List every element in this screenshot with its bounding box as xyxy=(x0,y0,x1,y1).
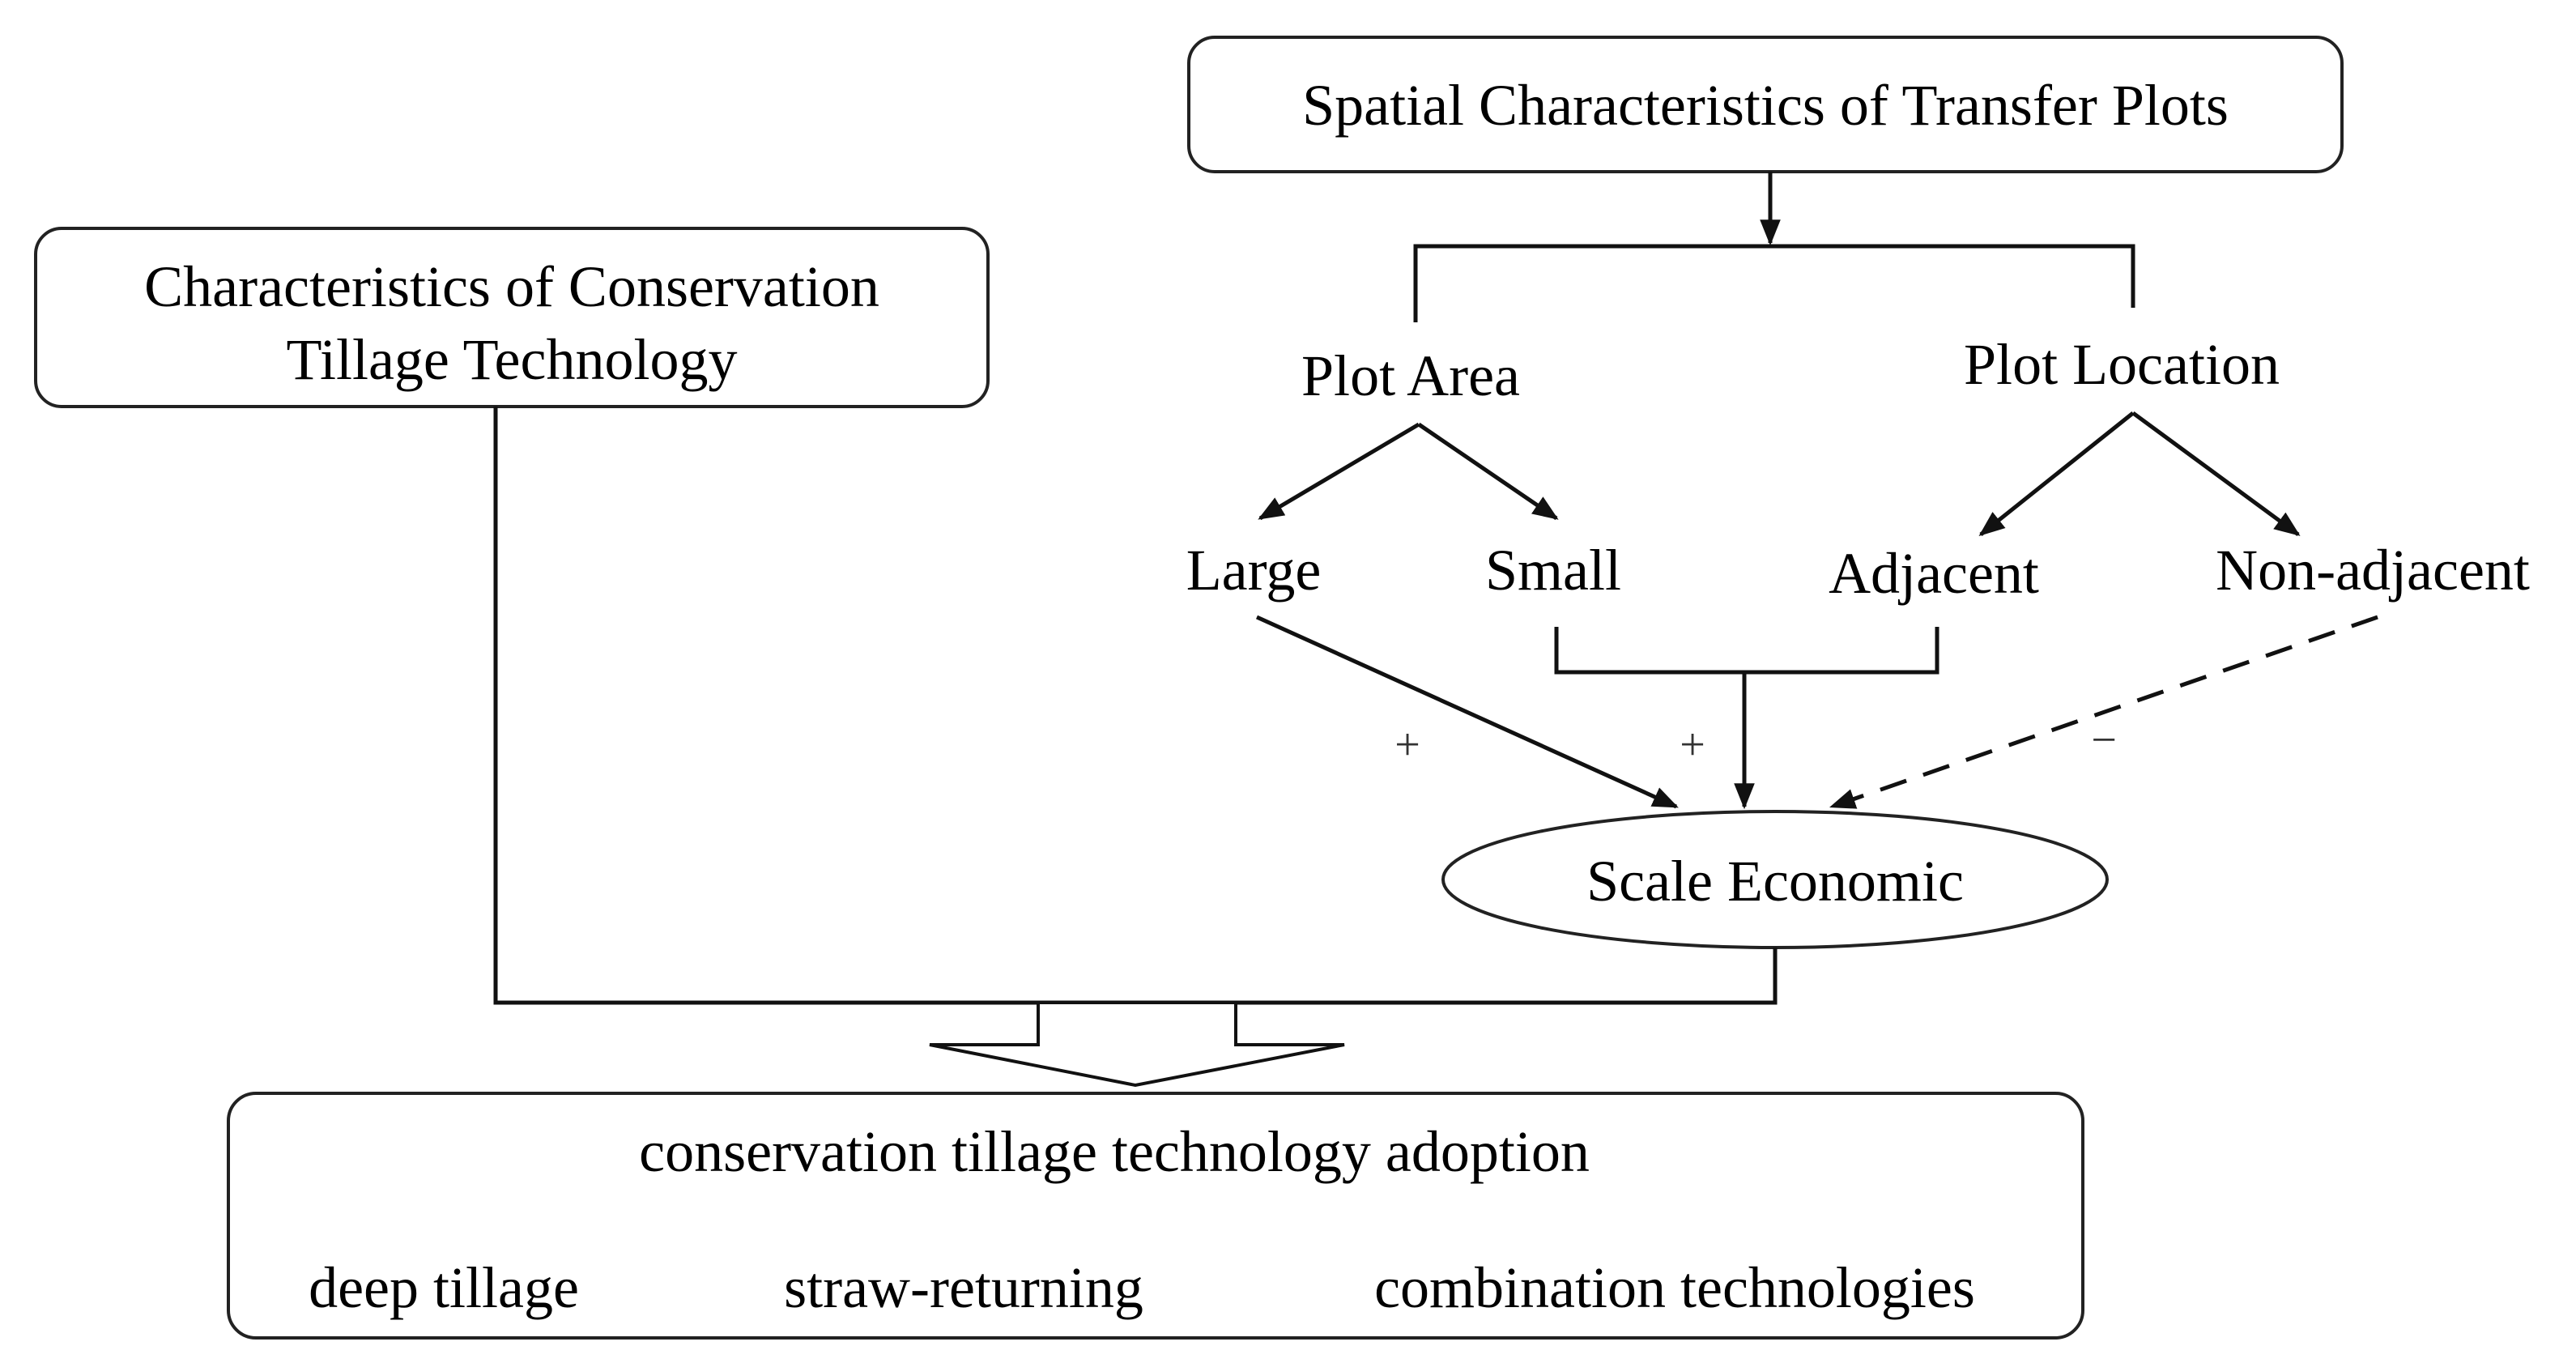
nonadjacent-to-scale-arrow xyxy=(1829,615,2378,809)
small-label: Small xyxy=(1485,538,1621,603)
plot-location-to-adjacent-arrow xyxy=(1978,411,2135,536)
adoption-item-combination: combination technologies xyxy=(1374,1255,1975,1320)
plot-location-to-nonadjacent-arrow xyxy=(2131,411,2301,537)
nonadjacent-effect-sign: − xyxy=(2091,715,2117,765)
conservation-characteristics-line2: Tillage Technology xyxy=(287,327,738,392)
nonadjacent-label: Non-adjacent xyxy=(2216,538,2530,603)
plot-location-label: Plot Location xyxy=(1964,332,2280,397)
large-effect-sign: + xyxy=(1394,720,1420,770)
large-label: Large xyxy=(1186,538,1322,603)
small-adjacent-bracket xyxy=(1554,627,1939,675)
plot-area-label: Plot Area xyxy=(1301,343,1520,408)
adoption-item-deep-tillage: deep tillage xyxy=(309,1255,579,1320)
conservation-characteristics-box xyxy=(34,227,990,408)
adoption-item-straw-returning: straw-returning xyxy=(784,1255,1143,1320)
plot-area-to-large-arrow xyxy=(1258,422,1420,521)
small-adjacent-effect-sign: + xyxy=(1680,720,1705,770)
block-down-arrow xyxy=(929,1001,1345,1088)
plot-area-to-small-arrow xyxy=(1417,422,1559,521)
conservation-characteristics-line1: Characteristics of Conservation xyxy=(144,254,879,319)
adoption-box xyxy=(227,1092,2084,1340)
spatial-characteristics-label: Spatial Characteristics of Transfer Plot… xyxy=(1302,73,2229,138)
adoption-title: conservation tillage technology adoption xyxy=(639,1119,1590,1184)
spatial-split-bracket xyxy=(1413,244,2135,322)
adjacent-label: Adjacent xyxy=(1829,541,2039,606)
spatial-characteristics-box xyxy=(1187,36,2344,173)
scale-economic-label: Scale Economic xyxy=(1586,849,1964,914)
large-to-scale-arrow xyxy=(1255,615,1679,809)
